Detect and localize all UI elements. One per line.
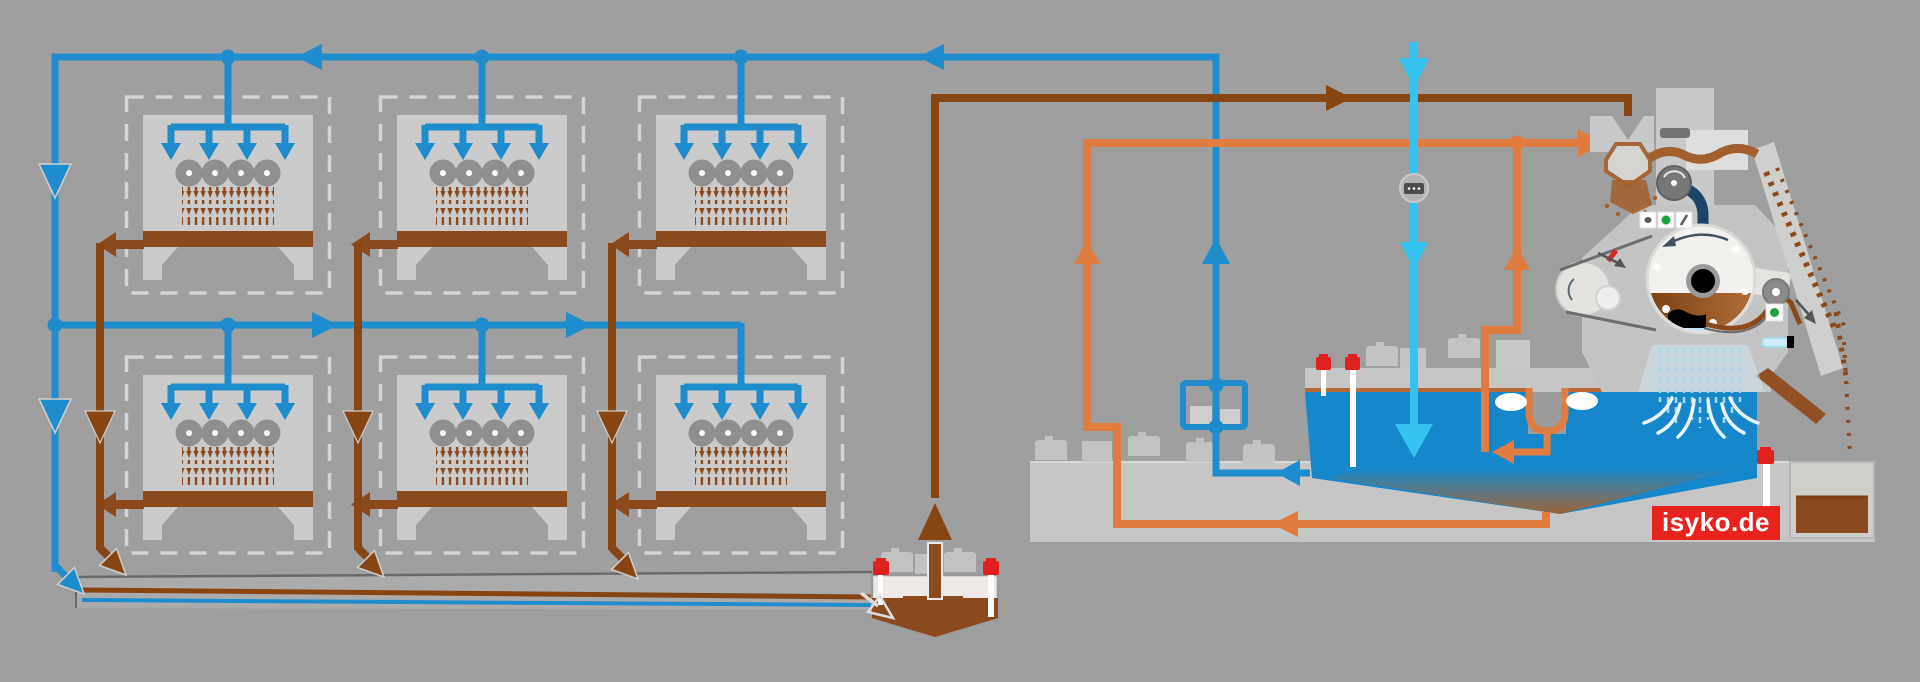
sump-suction-up-arrow	[918, 503, 952, 540]
flow-arrow-up	[1504, 246, 1530, 270]
filtrate-rain	[1638, 345, 1765, 439]
level-probe	[878, 575, 883, 605]
machine-unit-1	[97, 97, 330, 293]
flow-arrow-left	[296, 44, 322, 70]
percent-slash-icon	[1679, 214, 1689, 226]
sludge-container	[1757, 447, 1875, 539]
red-lamp-icon	[1345, 354, 1360, 370]
feed-pump-icon	[1656, 165, 1692, 201]
red-lamp-icon	[983, 558, 999, 575]
belt-wash-spray-icon	[1761, 336, 1794, 348]
machine-unit-3	[610, 97, 843, 293]
status-tiles	[1639, 211, 1693, 229]
flow-arrow-right	[566, 312, 592, 338]
tank-sediment	[1330, 468, 1740, 514]
chip-slide	[1756, 368, 1826, 424]
sludge-piping	[1074, 129, 1604, 537]
drum-rotation-arrow	[1662, 236, 1676, 247]
green-status-icon	[1770, 308, 1779, 317]
level-probe	[1321, 370, 1326, 396]
level-probe	[1763, 464, 1770, 528]
flow-arrow-right	[1326, 85, 1352, 111]
level-probe	[1350, 370, 1356, 467]
flow-arrow-left	[1492, 440, 1514, 464]
red-lamp-icon	[873, 558, 889, 575]
machine-unit-5	[351, 357, 584, 553]
flow-arrow-left	[918, 44, 944, 70]
red-lamp-icon	[1757, 447, 1774, 464]
power-dot-icon	[1644, 217, 1652, 223]
flow-arrow-right	[312, 312, 338, 338]
machine-unit-4	[97, 357, 330, 553]
machine-unit-2	[351, 97, 584, 293]
sludge-conveyor	[1647, 144, 1760, 164]
flow-arrow-left	[1272, 511, 1298, 537]
collection-sump	[859, 503, 1000, 639]
flow-arrow-up	[1074, 240, 1100, 264]
green-status-icon	[1661, 215, 1671, 225]
dosing-funnel	[1604, 142, 1652, 189]
flow-arrow-up	[1202, 238, 1230, 264]
chips-falling	[1763, 170, 1839, 334]
chip-chute	[1752, 142, 1843, 376]
drum-filter	[1555, 88, 1852, 456]
chute-direction-arrow	[1804, 310, 1816, 324]
skimmer-float	[1495, 393, 1527, 411]
brand-label[interactable]: isyko.de	[1652, 506, 1780, 540]
water-meter-icon	[1399, 173, 1429, 203]
brand-label-text[interactable]: isyko.de	[1662, 507, 1770, 537]
fresh-water-line	[1395, 42, 1433, 458]
flow-arrow-left	[1276, 460, 1300, 486]
skimmer-float	[1566, 392, 1598, 410]
clean-coolant-piping	[37, 44, 1310, 596]
machine-unit-6	[610, 357, 843, 553]
flushing-channel	[75, 570, 873, 610]
level-probe	[988, 575, 994, 617]
channel-inflow-arrow	[865, 593, 896, 620]
red-lamp-icon	[1316, 354, 1331, 370]
